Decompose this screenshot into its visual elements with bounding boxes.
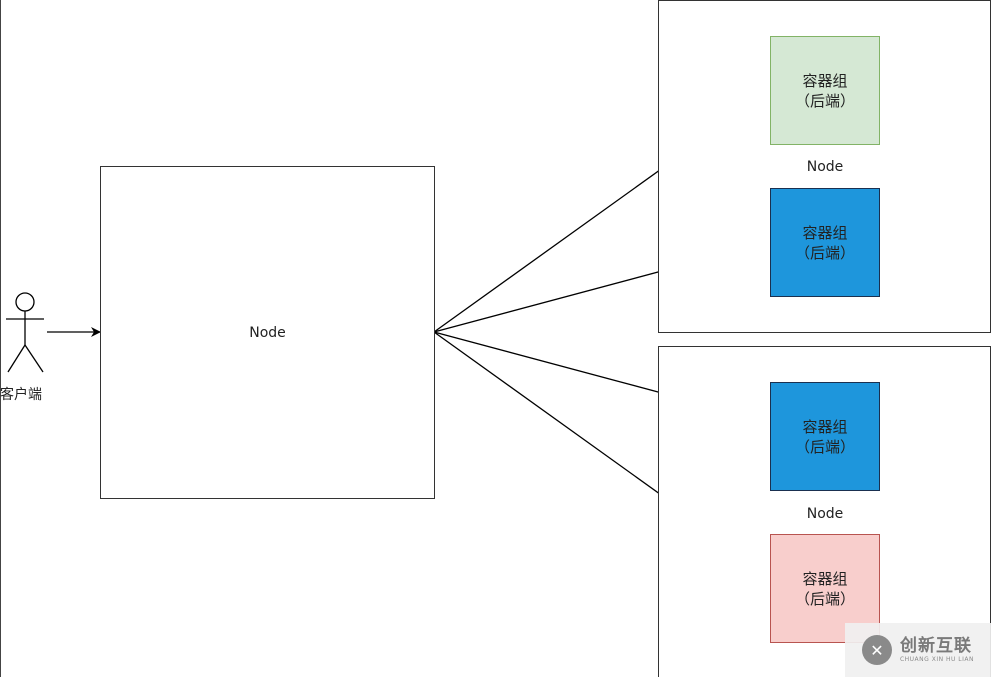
- backend-pod-2[interactable]: 容器组 （后端）: [770, 188, 880, 297]
- node-group-1-label: Node: [806, 159, 844, 175]
- pod-1-title: 容器组: [802, 71, 848, 90]
- left-border-line: [0, 0, 1, 677]
- pod-4-subtitle: （后端）: [794, 589, 855, 608]
- client-label: 客户端: [0, 387, 42, 403]
- chuangxin-logo-icon: ✕: [861, 635, 892, 665]
- backend-pod-1[interactable]: 容器组 （后端）: [770, 36, 880, 145]
- entry-node-box[interactable]: Node: [100, 166, 435, 499]
- watermark-main-text: 创新互联: [899, 636, 972, 656]
- watermark: ✕ 创新互联 CHUANG XIN HU LIAN: [845, 623, 991, 677]
- backend-pod-3[interactable]: 容器组 （后端）: [770, 382, 880, 491]
- pod-2-subtitle: （后端）: [794, 243, 855, 262]
- stick-figure-user-icon: [6, 292, 44, 373]
- watermark-sub-text: CHUANG XIN HU LIAN: [899, 656, 975, 663]
- entry-node-label: Node: [249, 325, 286, 341]
- pod-2-title: 容器组: [802, 223, 848, 242]
- node-group-2-label: Node: [806, 506, 844, 522]
- pod-1-subtitle: （后端）: [794, 91, 855, 110]
- pod-4-title: 容器组: [802, 569, 848, 588]
- pod-3-title: 容器组: [802, 417, 848, 436]
- pod-3-subtitle: （后端）: [794, 437, 855, 456]
